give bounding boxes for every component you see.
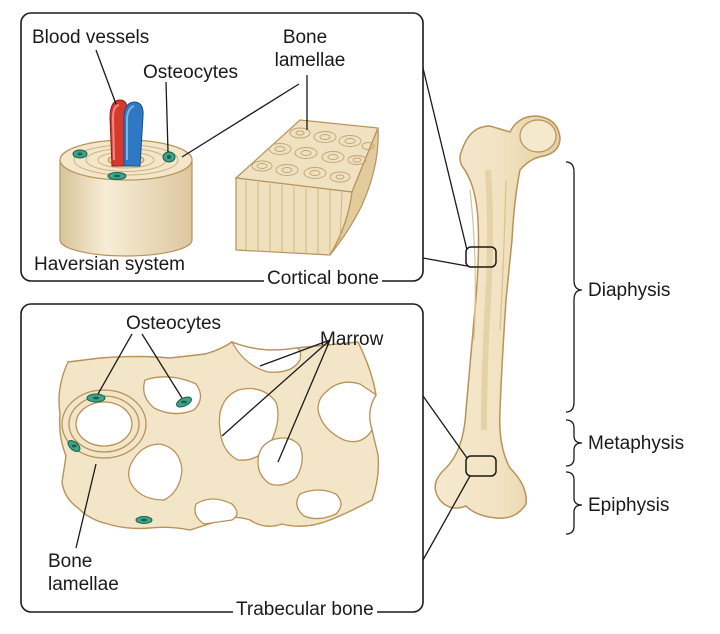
metaphysis-bracket [565, 419, 583, 467]
label-bone-lamellae-bottom-2: lamellae [48, 574, 119, 595]
cortical-bone-block [234, 119, 379, 256]
label-bone-lamellae-top-1: Bone [282, 27, 328, 48]
cortical-sample-box [465, 246, 497, 268]
label-diaphysis: Diaphysis [588, 280, 671, 301]
epiphysis-bracket [565, 471, 583, 535]
trabecular-bone-mesh [58, 340, 380, 531]
vein [123, 101, 144, 167]
connector-lines [422, 67, 471, 561]
label-trabecular-bone: Trabecular bone [233, 599, 377, 620]
label-metaphysis: Metaphysis [588, 433, 685, 454]
trabecular-sample-box [465, 455, 497, 477]
label-cortical-bone: Cortical bone [264, 268, 382, 289]
femur [434, 115, 561, 519]
osteocytes-cylinder [72, 149, 176, 180]
label-haversian-system: Haversian system [34, 254, 185, 275]
leader-lines-bottom [75, 333, 331, 549]
label-osteocytes-top: Osteocytes [143, 62, 239, 83]
label-osteocytes-bottom: Osteocytes [126, 313, 222, 334]
region-brackets [565, 161, 583, 535]
diaphysis-bracket [565, 161, 583, 413]
label-marrow: Marrow [320, 329, 384, 350]
leader-lines-top [95, 49, 308, 158]
label-bone-lamellae-bottom-1: Bone [48, 551, 93, 572]
osteocytes-trabecular [67, 393, 192, 524]
label-blood-vessels: Blood vessels [32, 27, 150, 48]
label-bone-lamellae-top-2: lamellae [274, 50, 346, 71]
label-epiphysis: Epiphysis [588, 495, 670, 516]
blood-vessels [109, 99, 144, 167]
